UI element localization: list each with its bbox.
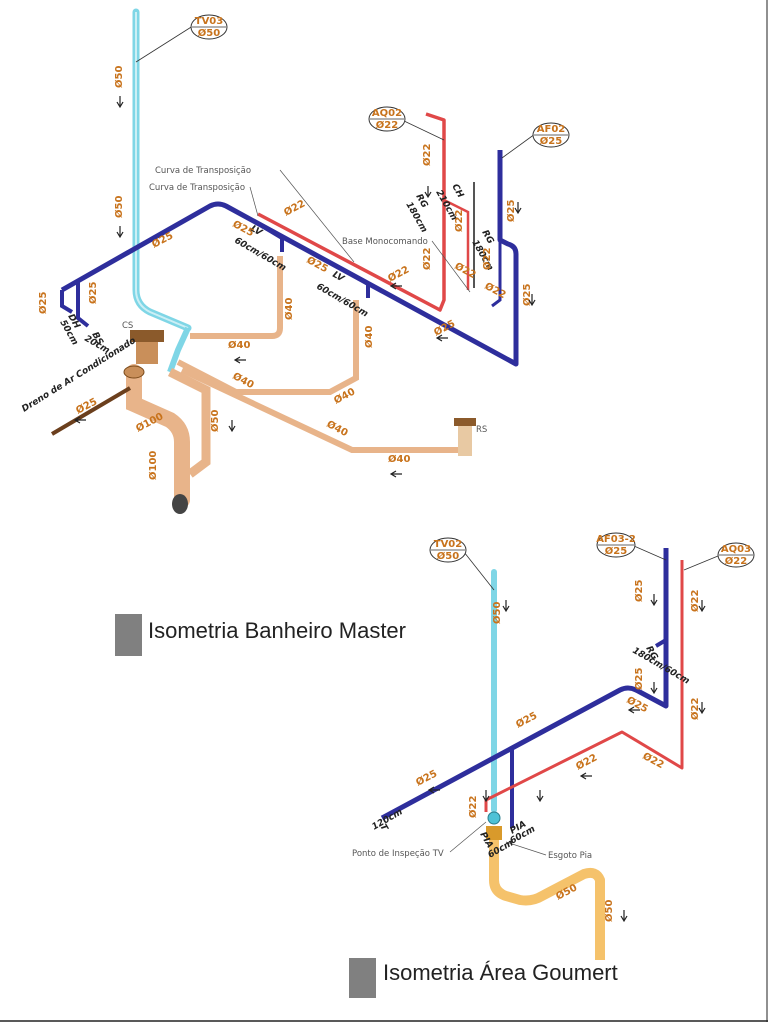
dim-label: Ø22 — [689, 590, 701, 612]
section-title: Isometria Área Goumert — [383, 960, 618, 985]
tag-tv03: TV03 Ø50 — [190, 14, 228, 40]
note-ponto-inspecao: Ponto de Inspeção TV — [352, 849, 444, 859]
label-rs: RS — [476, 425, 487, 435]
hot-water-pipe-ch — [443, 198, 470, 290]
cold-water-pipe-main — [380, 548, 669, 821]
tag-aq02-diameter: Ø22 — [376, 119, 398, 131]
hot-water-pipe-main — [257, 112, 446, 312]
dim-label: Ø50 — [491, 602, 503, 624]
dim-label: Ø50 — [603, 900, 615, 922]
tag-af02-diameter: Ø25 — [540, 135, 562, 147]
cold-water-pipe-dh — [60, 282, 90, 328]
dim-label: Ø40 — [388, 453, 410, 465]
dim-label: Ø40 — [283, 298, 295, 320]
dim-label: Ø25 — [633, 668, 645, 690]
sewer-pipe-lv2 — [176, 300, 359, 395]
tag-tv03-name: TV03 — [195, 16, 224, 27]
sewer-pipe-lv1 — [190, 256, 283, 339]
dim-label: Ø40 — [228, 339, 250, 351]
condensate-drain-pipe — [50, 386, 132, 436]
tag-af03-diameter: Ø25 — [605, 545, 627, 557]
dim-label: Ø22 — [481, 248, 493, 270]
dim-label: Ø50 — [113, 66, 125, 88]
section-banheiro-master: TV03 Ø50 Ø50 Ø50 AQ02 Ø22 AF02 Ø25 — [20, 8, 570, 656]
cold-water-pipe-main — [60, 150, 519, 367]
section-title: Isometria Banheiro Master — [148, 618, 406, 643]
tag-aq02: AQ02 Ø22 — [368, 106, 406, 132]
flow-arrows — [73, 96, 536, 478]
flow-arrows — [427, 594, 706, 923]
dim-label: Ø100 — [147, 451, 159, 480]
fixture-lv-height: 60cm/60cm — [315, 282, 370, 320]
section-area-goumert: TV02 Ø50 AF03-2 Ø25 AQ03 Ø22 Ponto de — [349, 532, 755, 998]
tag-af03: AF03-2 Ø25 — [596, 532, 636, 558]
sink-drain-pipe — [489, 840, 605, 960]
cold-water-pipe-rg — [654, 638, 668, 648]
dim-label: Ø22 — [641, 750, 666, 771]
dim-label: Ø22 — [689, 698, 701, 720]
fixture-t-height: 120cm — [371, 807, 405, 832]
dim-label: Ø25 — [37, 292, 49, 314]
tag-af02: AF02 Ø25 — [532, 122, 570, 148]
fixture-ch: CH — [449, 183, 465, 201]
dim-label: Ø22 — [467, 796, 479, 818]
tag-tv02-name: TV02 — [434, 539, 463, 550]
cold-water-pipe-lv1 — [260, 224, 284, 252]
dim-label: Ø50 — [209, 410, 221, 432]
dim-label: Ø50 — [113, 196, 125, 218]
tag-af02-name: AF02 — [537, 124, 566, 135]
dim-label: Ø22 — [386, 264, 411, 285]
fixture-t: T — [377, 823, 389, 834]
tag-aq03-name: AQ03 — [721, 544, 751, 555]
note-curva-transposicao: Curva de Transposição — [155, 166, 251, 176]
cold-water-pipe-rg — [491, 240, 502, 308]
note-curva-transposicao: Curva de Transposição — [149, 183, 245, 193]
sewer-pipe-main — [126, 364, 190, 508]
tag-tv02-diameter: Ø50 — [437, 550, 459, 562]
dim-label: Ø25 — [521, 284, 533, 306]
tag-tv03-diameter: Ø50 — [198, 27, 220, 39]
dim-label: Ø25 — [505, 200, 517, 222]
vent-pipe-branch — [167, 326, 191, 374]
dim-label: Ø40 — [363, 326, 375, 348]
cold-water-pipe-lv2 — [356, 276, 370, 298]
note-base-monocomando: Base Monocomando — [342, 237, 428, 247]
dim-label: Ø22 — [282, 198, 307, 219]
caixa-sifonada — [123, 330, 164, 379]
tag-aq03: AQ03 Ø22 — [717, 542, 755, 568]
dim-label: Ø25 — [414, 768, 439, 789]
ralo-seco — [454, 418, 476, 456]
inspection-point — [487, 811, 501, 825]
hot-water-pipe-main — [484, 560, 684, 812]
tag-aq03-diameter: Ø22 — [725, 555, 747, 567]
dim-label: Ø22 — [421, 248, 433, 270]
fixture-lv-height: 60cm/60cm — [233, 236, 288, 274]
dim-label: Ø22 — [453, 210, 465, 232]
note-esgoto-pia: Esgoto Pia — [548, 851, 592, 861]
tag-af03-name: AF03-2 — [596, 534, 636, 545]
tag-tv02: TV02 Ø50 — [429, 537, 467, 563]
tag-aq02-name: AQ02 — [372, 108, 402, 119]
label-dreno-ar: Dreno de Ar Condicionado — [20, 336, 138, 415]
sewer-pipe-branch — [167, 367, 211, 478]
label-cs: CS — [122, 321, 133, 331]
dim-label: Ø25 — [87, 282, 99, 304]
title-block — [349, 958, 376, 998]
dim-label: Ø25 — [633, 580, 645, 602]
title-block — [115, 614, 142, 656]
sewer-outlet — [172, 494, 188, 514]
dim-label: Ø22 — [483, 280, 508, 301]
sink-trap — [486, 826, 502, 840]
dim-label: Ø25 — [514, 710, 539, 731]
sewer-pipe-rs — [180, 367, 465, 453]
dim-label: Ø22 — [421, 144, 433, 166]
